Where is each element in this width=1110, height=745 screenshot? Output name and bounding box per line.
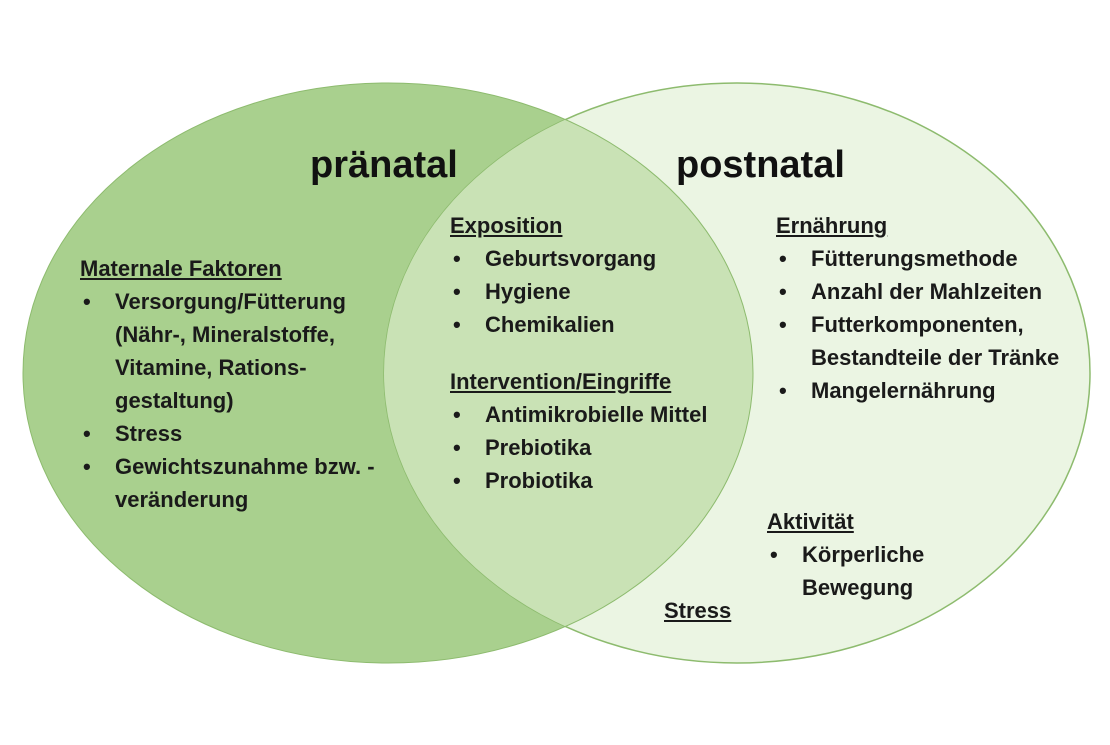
list-item: Gewichtszunahme bzw. -veränderung (80, 450, 380, 516)
list-item: Versorgung/Fütterung (Nähr-, Mineralstof… (80, 285, 380, 417)
stress-label: Stress (664, 598, 732, 623)
maternal-factors-heading: Maternale Faktoren (80, 256, 282, 281)
list-item: Anzahl der Mahlzeiten (776, 275, 1066, 308)
activity-block: Aktivität Körperliche Bewegung (767, 505, 1007, 604)
intervention-list: Antimikrobielle Mittel Prebiotika Probio… (450, 398, 710, 497)
list-item: Antimikrobielle Mittel (450, 398, 710, 431)
list-item: Körperliche Bewegung (767, 538, 1007, 604)
list-item: Hygiene (450, 275, 720, 308)
list-item: Prebiotika (450, 431, 710, 464)
nutrition-list: Fütterungsmethode Anzahl der Mahlzeiten … (776, 242, 1066, 407)
intervention-heading: Intervention/Eingriffe (450, 369, 672, 394)
title-postnatal: postnatal (676, 144, 845, 186)
title-prenatal: pränatal (310, 144, 458, 186)
nutrition-heading: Ernährung (776, 213, 888, 238)
nutrition-block: Ernährung Fütterungsmethode Anzahl der M… (776, 209, 1066, 407)
list-item: Chemikalien (450, 308, 720, 341)
maternal-factors-list: Versorgung/Fütterung (Nähr-, Mineralstof… (80, 285, 380, 516)
list-item: Geburtsvorgang (450, 242, 720, 275)
list-item: Mangelernährung (776, 374, 1066, 407)
exposition-block: Exposition Geburtsvorgang Hygiene Chemik… (450, 209, 720, 341)
exposition-heading: Exposition (450, 213, 563, 238)
list-item: Probiotika (450, 464, 710, 497)
activity-list: Körperliche Bewegung (767, 538, 1007, 604)
list-item: Futterkomponenten, Bestandteile der Trän… (776, 308, 1066, 374)
overlap-region (384, 83, 753, 663)
intervention-block: Intervention/Eingriffe Antimikrobielle M… (450, 365, 710, 497)
list-item: Fütterungsmethode (776, 242, 1066, 275)
maternal-factors-block: Maternale Faktoren Versorgung/Fütterung … (80, 252, 380, 516)
exposition-list: Geburtsvorgang Hygiene Chemikalien (450, 242, 720, 341)
left-ellipse-outline (22, 82, 754, 664)
activity-heading: Aktivität (767, 509, 854, 534)
list-item: Stress (80, 417, 380, 450)
